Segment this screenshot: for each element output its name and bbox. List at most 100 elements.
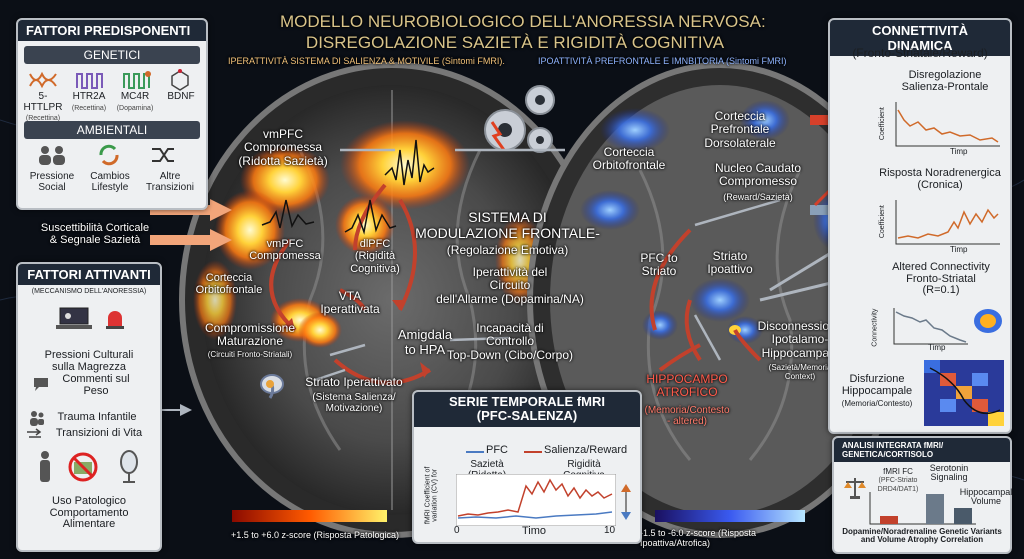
label-caudate-sub: (Reward/Sazietà) — [723, 192, 793, 202]
integrated-l1: fMRI FC(PFC-Striato DRD4/DAT1) — [877, 467, 919, 493]
gene-label-3: BDNF — [167, 91, 195, 102]
conn-p1-xlabel: Timp — [950, 147, 968, 156]
integrated-footer: Dopamine/Noradrenaline Genetic Variants … — [842, 527, 1002, 545]
activating-panel: FATTORI ATTIVANTI (MECCANISMO DELL'ANORE… — [16, 262, 162, 552]
dna-icon — [28, 70, 58, 90]
genetic-header: GENETICI — [24, 46, 200, 64]
gene-label-1: HTR2A(Recettina) — [71, 91, 107, 112]
conn-p3-plot — [893, 308, 968, 345]
legend-salience-swatch — [524, 451, 542, 453]
label-hippocampus-sub: (Memoria/Contesto - altered) — [644, 405, 730, 428]
child-icon — [28, 410, 46, 426]
legend-pfc-swatch — [466, 451, 484, 453]
person-icon — [36, 450, 54, 484]
no-food-icon — [68, 452, 98, 482]
env-label-1: Cambios Lifestyle — [90, 171, 130, 193]
receptor-icon-mc4r — [122, 70, 152, 90]
label-vmpfc-2: vmPFC Compromessa — [249, 238, 321, 263]
hot-scale-label: +1.5 to +6.0 z-score (Risposta Patologic… — [230, 530, 400, 540]
label-maturation: Compromissione Maturazione — [204, 321, 296, 349]
laptop-icon — [54, 306, 94, 332]
signal-trace-vmpfc2 — [261, 199, 315, 229]
activating-item-4: Uso Patologico Comportamento Alimentare — [49, 495, 129, 531]
predisposing-panel: FATTORI PREDISPONENTI GENETICI 5-HTTLPR(… — [16, 18, 208, 210]
activating-item-0: Pressioni Culturali sulla Magrezza — [44, 349, 134, 373]
center-system-sub: (Regolazione Emotiva) — [446, 243, 569, 257]
connectivity-header: CONNETTIVITÀ DINAMICA — [830, 20, 1010, 56]
shuffle-icon — [150, 144, 176, 166]
speech-icon — [32, 376, 50, 392]
conn-p2-ylabel: Coefficient — [878, 205, 886, 239]
activating-subheader: (MECCANISMO DELL'ANORESSIA) — [31, 288, 147, 295]
main-title-line2: DISREGOLAZIONE SAZIETÀ E RIGIDITÀ COGNIT… — [305, 33, 725, 52]
conn-p3-ylabel: Connectivity — [871, 308, 879, 347]
people-icon — [36, 144, 70, 166]
integrated-l2: Serotonin Signaling — [929, 463, 969, 483]
timeseries-x1: 10 — [604, 525, 616, 536]
label-disconnect-sub: (Sazietà/Memoria Context) — [768, 363, 832, 381]
brain-region-icon — [258, 372, 286, 400]
label-vmpfc-top: vmPFC Compromessa (Ridotta Sazietà) — [238, 127, 328, 168]
activating-item-1: Commenti sul Peso — [62, 373, 130, 397]
conn-p3-title: Altered Connectivity Fronto-Striatal (R=… — [892, 261, 990, 297]
integrated-panel: ANALISI INTEGRATA fMRI/ GENETICA/CORTISO… — [832, 436, 1012, 554]
transition-arrows-icon — [26, 427, 42, 439]
label-orbitofrontal-left: Corteccia Orbitofrontale — [195, 272, 263, 297]
timeseries-plot — [456, 474, 616, 526]
legend-pfc: PFC — [486, 444, 508, 456]
series-pfc-line — [457, 511, 613, 519]
integrated-bars — [869, 492, 976, 525]
updown-arrow-icon — [619, 482, 633, 522]
label-pfc-striato: PFC to Striato — [640, 251, 678, 279]
susceptibility-label: Suscettibilità Corticale & Segnale Sazie… — [40, 222, 150, 247]
timeseries-xlabel: Timo — [521, 525, 547, 537]
connectivity-panel: CONNETTIVITÀ DINAMICA (Fronto-Striatale/… — [828, 18, 1012, 434]
brain-network-icon — [972, 306, 1004, 336]
gene-label-0: 5-HTTLPR(Recettina) — [23, 91, 63, 122]
activating-item-3: Transizioni di Vita — [55, 427, 143, 439]
legend-salience: Salienza/Reward — [544, 444, 628, 456]
timeseries-x0: 0 — [454, 525, 460, 536]
label-vta: VTA Iperattivata — [320, 289, 380, 317]
label-caudate: Nucleo Caudato Compromesso — [714, 161, 802, 189]
label-disconnect: Disconnessione Ipotalamo- Hippocampale — [757, 319, 843, 360]
label-hippocampus: HIPPOCAMPO ATROFICO — [646, 372, 728, 400]
environmental-header: AMBIENTALI — [24, 121, 200, 139]
integrated-l3: Hippocampal Volume — [959, 487, 1013, 507]
env-label-2: Altre Transizioni — [146, 171, 194, 193]
cold-scale-label: -1.5 to -6.0 z-score (Risposta Ipoattiva… — [640, 528, 757, 549]
bar-hippocampal — [954, 508, 972, 524]
conn-p2-xlabel: Timp — [950, 245, 968, 254]
label-maturation-sub: (Circuiti Fronto-Striatali) — [207, 350, 293, 359]
timeseries-panel: SERIE TEMPORALE fMRI(PFC-SALENZA) PFC Sa… — [412, 390, 642, 544]
timeseries-ylabel: fMRI Coefficient of variation (CV) for — [424, 466, 439, 525]
label-dlpfc-right: Corteccia Prefrontale Dorsolaterale — [704, 109, 776, 150]
subtitle-left: IPERATTIVITÀ SISTEMA DI SALIENZA & MOTIV… — [228, 56, 505, 66]
center-system: SISTEMA DI MODULAZIONE FRONTALE- — [415, 209, 600, 241]
activating-header: FATTORI ATTIVANTI — [18, 264, 160, 285]
gene-label-2: MC4R(Dopamina) — [116, 91, 154, 112]
molecule-icon-bdnf — [168, 68, 192, 92]
receptor-icon-htr2a — [75, 70, 105, 90]
predisposing-header: FATTORI PREDISPONENTI — [18, 20, 206, 41]
main-title-line1: MODELLO NEUROBIOLOGICO DELL'ANORESSIA NE… — [280, 12, 766, 31]
bar-fmri-fc — [880, 516, 898, 524]
cycle-arrows-icon — [96, 142, 122, 168]
conn-p2-plot — [895, 200, 1000, 245]
label-striato-left-sub: (Sistema Salienza/ Motivazione) — [312, 392, 396, 415]
connectivity-subheader: (Fronto-Striatale/Reward) — [852, 46, 988, 60]
timeseries-header: SERIE TEMPORALE fMRI(PFC-SALENZA) — [414, 392, 640, 427]
center-alarm: Iperattività del Circuito dell'Allarme (… — [436, 265, 584, 306]
signal-trace-dlpfc — [344, 199, 397, 235]
bar-serotonin — [926, 494, 944, 524]
alarm-icon — [104, 308, 126, 330]
label-dlpfc: dlPFC (Rigidità Cognitiva) — [350, 238, 400, 275]
conn-p3-xlabel: Timp — [928, 343, 946, 352]
conn-p4-heatmap — [924, 360, 1004, 426]
conn-p1-title: Disregolazione Salienza-Prontale — [901, 69, 989, 93]
center-topdown: Incapacità di Controllo Top-Down (Cibo/C… — [446, 321, 574, 362]
conn-p4-sub: (Memoria/Contesto) — [841, 399, 913, 408]
conn-p4-title: Disfurzione Hippocampale — [841, 373, 913, 397]
conn-p2-title: Risposta Noradrenergica (Cronica) — [879, 167, 1001, 191]
